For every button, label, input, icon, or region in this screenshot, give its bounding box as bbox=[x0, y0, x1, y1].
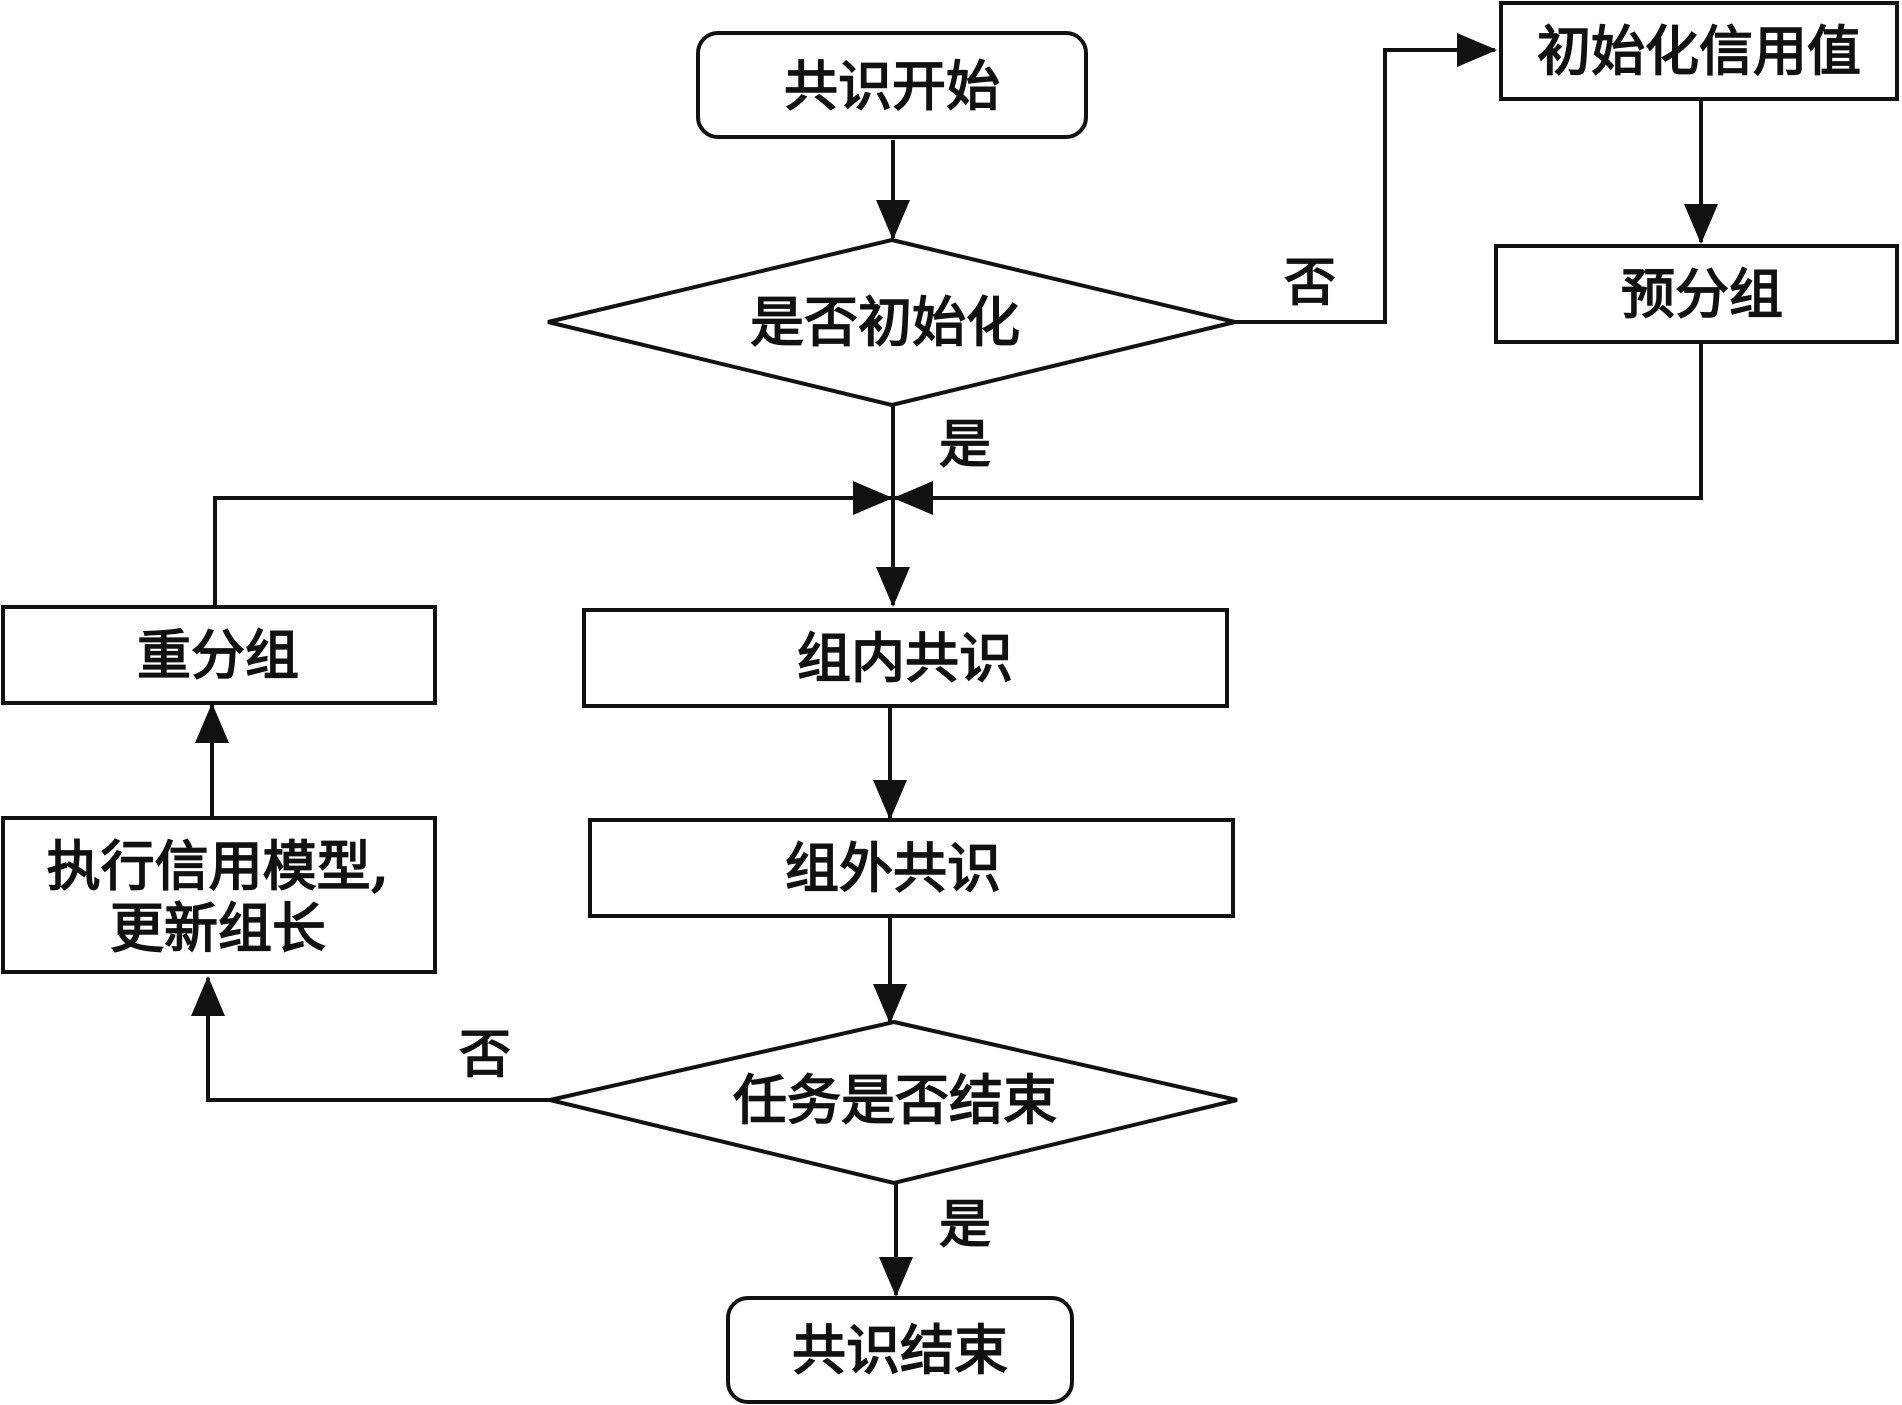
node-credit-model-label-line1: 执行信用模型, bbox=[47, 834, 390, 898]
node-task-finished: 任务是否结束 bbox=[549, 1019, 1238, 1186]
node-start-label: 共识开始 bbox=[784, 54, 1000, 118]
node-intra-consensus: 组内共识 bbox=[582, 608, 1229, 708]
node-credit-model-label-line2: 更新组长 bbox=[110, 896, 326, 960]
node-pre-group-label: 预分组 bbox=[1621, 262, 1783, 326]
node-regroup-label: 重分组 bbox=[137, 623, 299, 687]
edge-label-task-yes: 是 bbox=[939, 1195, 991, 1256]
node-regroup: 重分组 bbox=[1, 605, 437, 705]
edge-task-no bbox=[191, 976, 550, 1102]
node-intra-consensus-label: 组内共识 bbox=[797, 626, 1013, 690]
node-is-initialized: 是否初始化 bbox=[547, 237, 1236, 408]
node-end: 共识结束 bbox=[726, 1296, 1074, 1404]
edge-init-no bbox=[1235, 33, 1497, 324]
node-pre-group: 预分组 bbox=[1494, 244, 1899, 344]
edge-label-init-yes: 是 bbox=[939, 415, 991, 476]
node-task-finished-label: 任务是否结束 bbox=[733, 1068, 1057, 1132]
node-end-label: 共识结束 bbox=[792, 1318, 1008, 1382]
node-start: 共识开始 bbox=[696, 31, 1088, 139]
node-inter-consensus-label: 组外共识 bbox=[785, 836, 1001, 900]
edge-label-task-no: 否 bbox=[459, 1025, 511, 1086]
node-init-credit: 初始化信用值 bbox=[1499, 1, 1899, 101]
node-credit-model: 执行信用模型, 更新组长 bbox=[1, 816, 437, 974]
edge-pregroup-to-merge bbox=[893, 342, 1703, 515]
edge-label-init-no: 否 bbox=[1284, 253, 1336, 314]
node-init-credit-label: 初始化信用值 bbox=[1537, 19, 1861, 83]
node-is-initialized-label: 是否初始化 bbox=[750, 290, 1020, 354]
edge-regroup-to-merge bbox=[213, 481, 893, 605]
node-inter-consensus: 组外共识 bbox=[588, 818, 1235, 918]
